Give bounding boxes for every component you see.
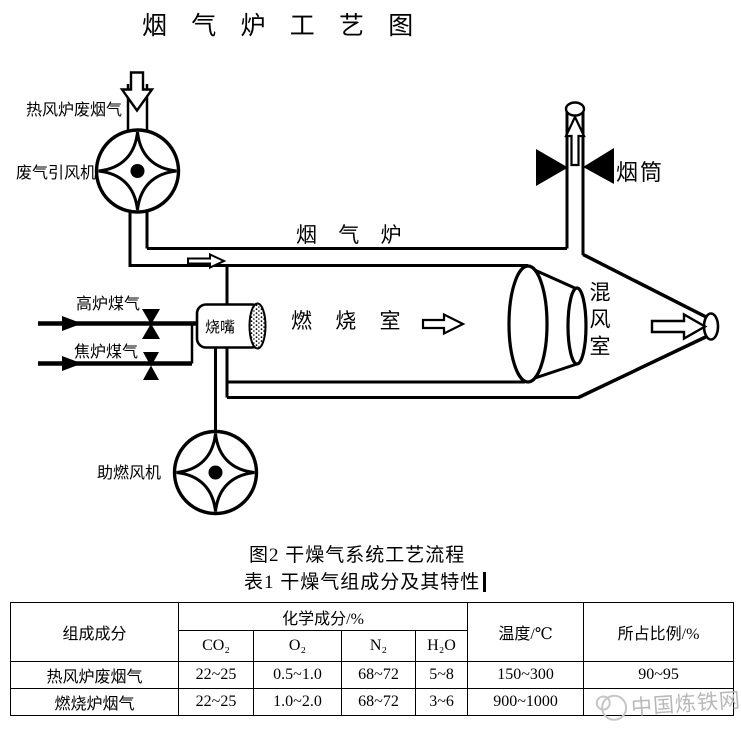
cog-gas-arrow [62, 356, 82, 371]
text-cursor [483, 572, 487, 592]
pipe-lines [126, 84, 715, 432]
cell-temperature: 900~1000 [467, 688, 585, 716]
table-title-text: 表1 干燥气组成分及其特性 [244, 572, 481, 593]
gas-composition-table: 组成成分 化学成分/% 温度/℃ 所占比例/% CO₂ O₂ N₂ H₂O 热风… [10, 602, 735, 716]
chamber-flow-arrow-icon [421, 312, 466, 336]
row-name: 热风炉废烟气 [10, 661, 179, 689]
col-header-chemical: 化学成分/% [177, 602, 469, 631]
label-combustion-air-fan: 助燃风机 [97, 465, 162, 482]
cell-n2: 68~72 [341, 688, 416, 716]
chimney-up-arrow-icon [564, 114, 586, 167]
cell-temperature: 150~300 [467, 661, 585, 689]
label-waste-gas-fan: 废气引风机 [16, 165, 97, 182]
nozzle-small-ellipse [566, 286, 588, 366]
label-coke-oven-gas: 焦炉煤气 [74, 344, 139, 361]
page-title: 烟 气 炉 工 艺 图 [142, 13, 423, 40]
cell-co2: 22~25 [178, 688, 254, 716]
cell-h2o: 3~6 [414, 688, 469, 716]
label-blast-furnace-gas: 高炉煤气 [76, 296, 141, 313]
cell-o2: 0.5~1.0 [253, 661, 342, 689]
bf-gas-valve-icon [142, 309, 160, 339]
cog-gas-valve-icon [143, 352, 159, 380]
label-flue-gas-furnace: 烟 气 炉 [296, 223, 410, 247]
cell-ratio: 90~95 [583, 661, 735, 689]
chimney-valve-icon [536, 148, 614, 186]
table-title: 表1 干燥气组成分及其特性 [244, 567, 487, 594]
cell-n2: 68~72 [341, 661, 416, 689]
label-chimney: 烟筒 [616, 160, 665, 185]
col-header-composition: 组成成分 [10, 602, 179, 662]
cell-ratio [583, 688, 735, 716]
nozzle-large-ellipse [507, 264, 549, 384]
watermark-logo-icon [600, 693, 629, 722]
waste-gas-fan-icon [94, 128, 181, 214]
outlet-flow-arrow-icon [650, 312, 708, 341]
label-combustion-chamber: 燃 烧 室 [291, 309, 410, 333]
col-header-h2o: H₂O [414, 630, 469, 662]
figure-caption: 图2 干燥气系统工艺流程 [249, 545, 466, 566]
inlet-down-arrow-icon [119, 71, 155, 113]
col-header-n2: N₂ [341, 630, 416, 662]
cell-co2: 22~25 [178, 661, 254, 689]
burner-nozzle-face [248, 302, 267, 350]
label-burner: 烧嘴 [205, 320, 236, 336]
cell-o2: 1.0~2.0 [253, 688, 342, 716]
row-name: 燃烧炉烟气 [10, 688, 179, 716]
chimney-mouth [564, 101, 586, 117]
outer-bottom-diagonal [577, 331, 715, 400]
col-header-temperature: 温度/℃ [467, 602, 585, 662]
table-row: 热风炉废烟气 22~25 0.5~1.0 68~72 5~8 150~300 9… [10, 661, 735, 689]
col-header-ratio: 所占比例/% [583, 602, 735, 662]
col-header-co2: CO₂ [178, 630, 254, 662]
label-hot-stove-waste-gas: 热风炉废烟气 [26, 102, 123, 119]
table-row: 燃烧炉烟气 22~25 1.0~2.0 68~72 3~6 900~1000 [10, 688, 735, 716]
col-header-o2: O₂ [253, 630, 342, 662]
duct-flow-arrow-icon [187, 252, 227, 270]
label-mixing-chamber: 混风室 [587, 281, 611, 362]
cell-h2o: 5~8 [414, 661, 469, 689]
combustion-air-fan-icon [172, 429, 259, 516]
outer-top-diagonal [582, 252, 715, 323]
bf-gas-arrow [62, 316, 82, 331]
